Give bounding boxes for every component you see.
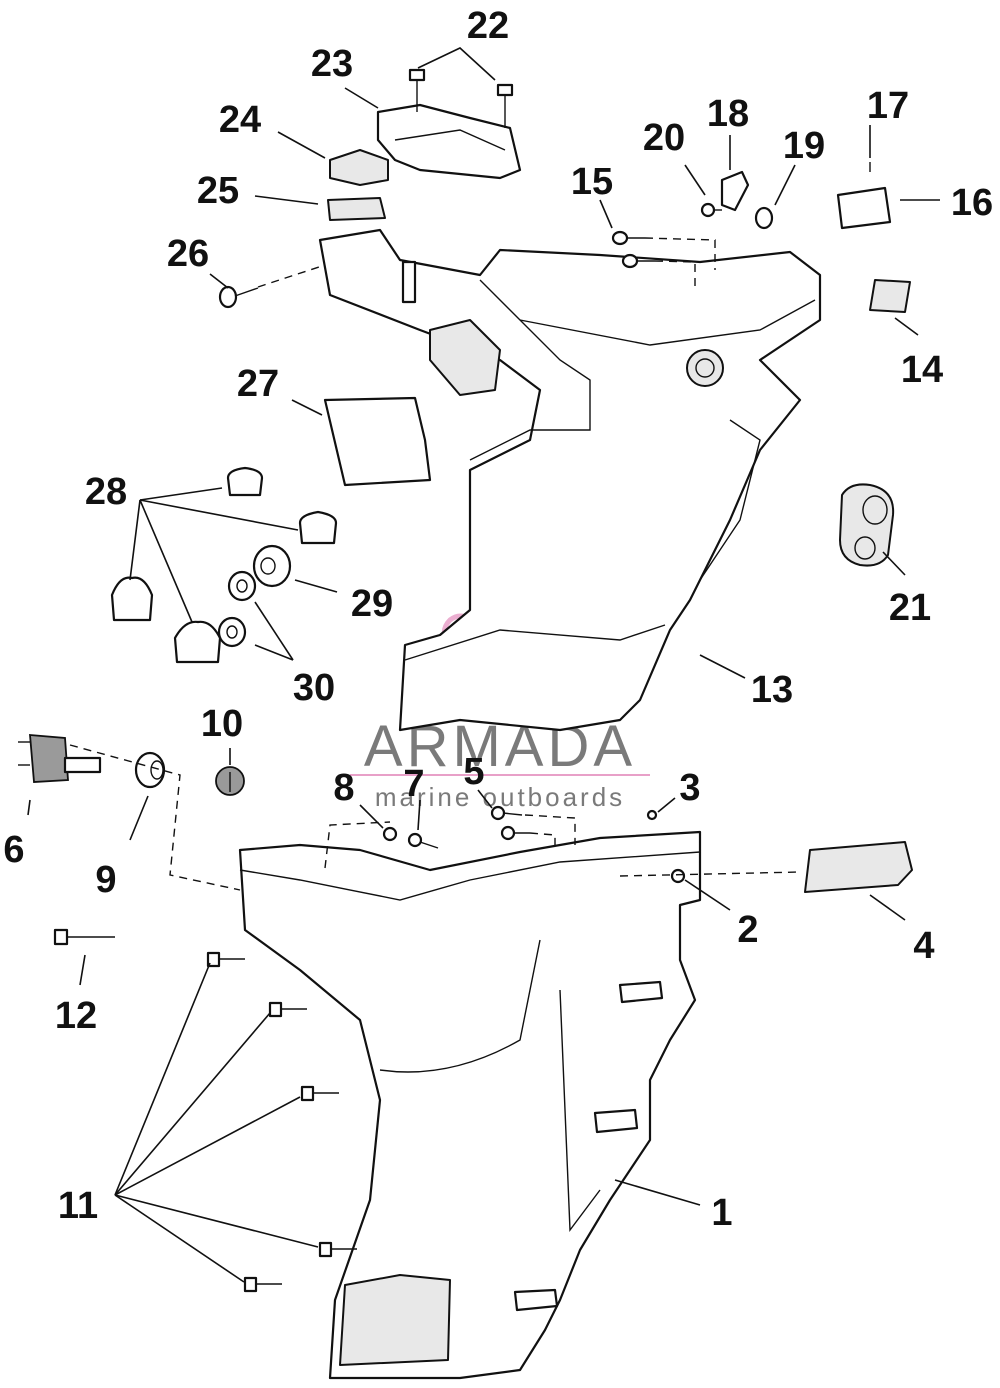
part-16-latch-button bbox=[836, 186, 892, 230]
callout-7: 7 bbox=[403, 763, 424, 805]
part-30-washers bbox=[217, 570, 257, 648]
part-21-grommet bbox=[839, 483, 895, 567]
callout-labels: 1 2 3 4 5 6 7 8 9 10 11 12 13 14 15 16 1… bbox=[3, 5, 993, 1234]
callout-25: 25 bbox=[197, 170, 239, 212]
part-24-latch bbox=[329, 149, 389, 186]
part-3-nut bbox=[646, 809, 658, 821]
part-5-screws bbox=[490, 805, 530, 841]
callout-10: 10 bbox=[201, 703, 243, 745]
callout-23: 23 bbox=[311, 43, 353, 85]
part-1-lower-cowl bbox=[238, 830, 702, 1380]
callout-20: 20 bbox=[643, 117, 685, 159]
part-8-washer bbox=[382, 826, 398, 842]
part-18-hook bbox=[720, 170, 750, 212]
part-7-screw bbox=[407, 832, 439, 849]
part-26-bolt bbox=[218, 285, 259, 309]
callout-15: 15 bbox=[571, 161, 613, 203]
callout-9: 9 bbox=[95, 859, 116, 901]
callout-17: 17 bbox=[867, 85, 909, 127]
part-25-insert bbox=[327, 197, 386, 221]
callout-3: 3 bbox=[679, 767, 700, 809]
callout-27: 27 bbox=[237, 363, 279, 405]
part-11-screws bbox=[206, 951, 357, 1293]
part-4-trim bbox=[804, 841, 913, 893]
callout-1: 1 bbox=[711, 1192, 732, 1234]
callout-28: 28 bbox=[85, 471, 127, 513]
leader-lines bbox=[27, 47, 940, 1283]
part-12-bolt bbox=[53, 928, 115, 946]
callout-2: 2 bbox=[737, 909, 758, 951]
callout-30: 30 bbox=[293, 667, 335, 709]
callout-24: 24 bbox=[219, 99, 261, 141]
callout-5: 5 bbox=[463, 751, 484, 793]
callout-14: 14 bbox=[901, 349, 943, 391]
callout-22: 22 bbox=[467, 5, 509, 47]
part-23-bracket-cover bbox=[376, 103, 522, 180]
callout-4: 4 bbox=[913, 925, 934, 967]
callout-29: 29 bbox=[351, 583, 393, 625]
part-27-bracket bbox=[323, 396, 432, 487]
callout-6: 6 bbox=[3, 829, 24, 871]
part-19-washer bbox=[754, 206, 774, 230]
callout-8: 8 bbox=[333, 767, 354, 809]
callout-11: 11 bbox=[58, 1185, 98, 1227]
callout-16: 16 bbox=[951, 182, 993, 224]
part-20-screw bbox=[700, 202, 722, 218]
callout-21: 21 bbox=[889, 587, 931, 629]
assembly-lines bbox=[69, 237, 801, 891]
part-29-bushing bbox=[252, 544, 292, 588]
part-2-fastener bbox=[670, 868, 686, 884]
part-6-switch bbox=[18, 734, 102, 783]
callout-12: 12 bbox=[55, 995, 97, 1037]
callout-13: 13 bbox=[751, 669, 793, 711]
part-14-cover bbox=[869, 279, 911, 313]
callout-26: 26 bbox=[167, 233, 209, 275]
part-22-screws bbox=[408, 68, 514, 128]
part-28-grommets bbox=[110, 466, 338, 664]
part-13-upper-cowl-frame bbox=[318, 228, 822, 732]
callout-19: 19 bbox=[783, 125, 825, 167]
part-9-plug bbox=[134, 751, 166, 789]
part-15-screws bbox=[611, 230, 655, 269]
callout-18: 18 bbox=[707, 93, 749, 135]
part-10-cap bbox=[215, 766, 245, 796]
